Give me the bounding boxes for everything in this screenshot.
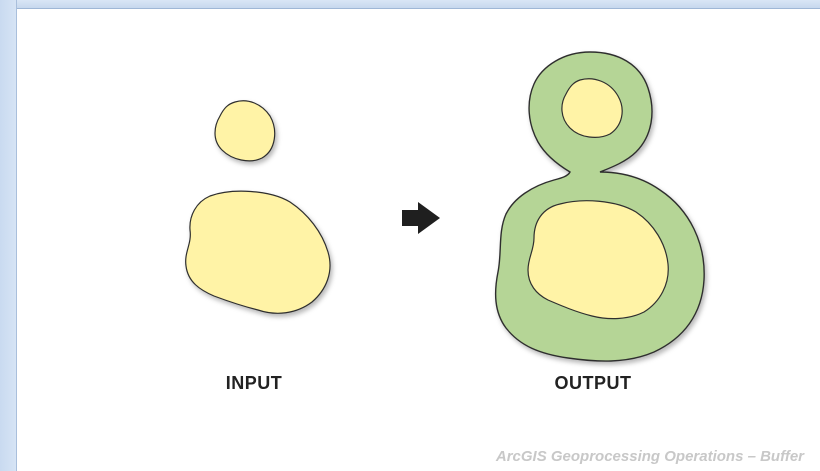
window-left-border [0, 0, 17, 471]
input-large-polygon [185, 190, 331, 314]
output-small-polygon [561, 78, 623, 138]
input-label: INPUT [225, 373, 283, 393]
output-label: OUTPUT [554, 373, 632, 393]
diagram-caption: ArcGIS Geoprocessing Operations – Buffer [495, 448, 804, 465]
output-large-polygon [527, 200, 669, 320]
window-top-border [0, 0, 820, 9]
arrow-right-icon [402, 202, 440, 234]
input-small-polygon [214, 100, 276, 162]
